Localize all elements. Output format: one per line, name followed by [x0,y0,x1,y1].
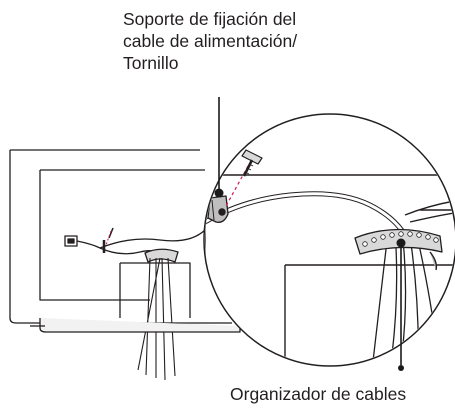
power-cable-holder-label: Soporte de fijación del cable de aliment… [123,8,297,74]
tv-frame-outer [9,149,232,324]
callout-leaders [214,97,406,371]
leader-dot-top [214,188,224,198]
power-cable-holder-bracket [207,195,229,223]
power-cable-holder-label-line-3: Tornillo [123,53,179,73]
screw-icon [241,149,263,177]
leader-dot-bottom [396,238,406,248]
tv-back-panel [39,169,205,301]
power-cable-holder-label-line-1: Soporte de fijación del [123,9,297,29]
cable-organizer-small [144,248,179,263]
power-cable-holder-label-line-2: cable de alimentación/ [123,31,298,51]
zoom-detail-circle [203,113,455,367]
small-screw-icon [108,227,114,239]
cable-organizer-label: Organizador de cables [230,384,407,404]
tv-back-illustration [9,149,241,381]
tv-stand-base [39,318,241,333]
